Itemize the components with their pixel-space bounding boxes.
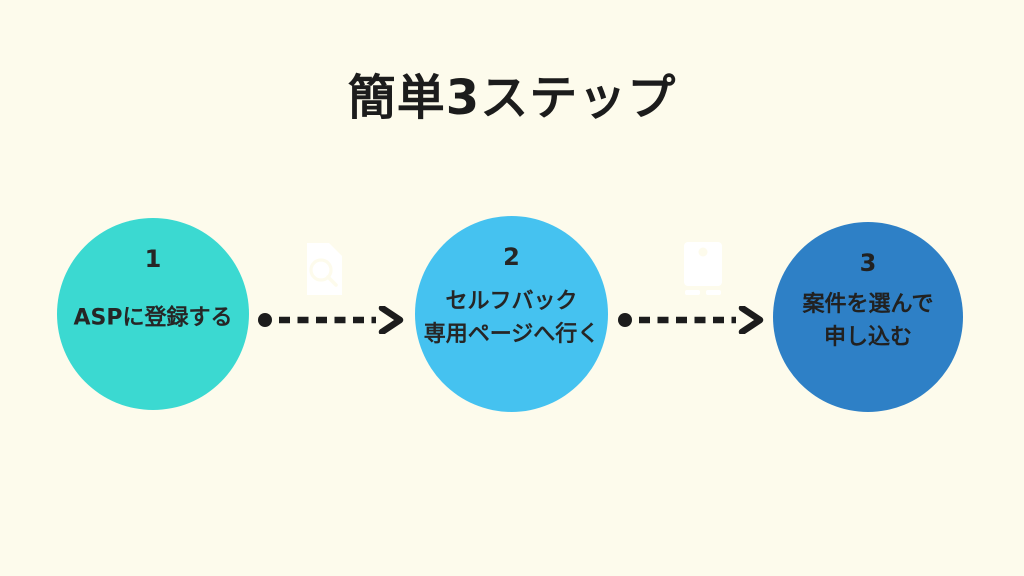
step-label: 案件を選んで 申し込む (802, 291, 934, 350)
step-number: 1 (144, 245, 162, 273)
step-label: ASPに登録する (73, 305, 233, 331)
document-search-icon (307, 243, 342, 295)
page-title: 簡単3ステップ (347, 70, 677, 126)
step-circle-3: 3 案件を選んで 申し込む (773, 222, 963, 412)
step-number: 2 (503, 243, 520, 271)
profile-card-icon (684, 242, 722, 295)
step-circle-2: 2 セルフバック 専用ページへ行く (415, 216, 608, 412)
step-label: セルフバック 専用ページへ行く (423, 288, 600, 347)
step-number: 3 (859, 249, 877, 277)
step-circle-1: 1 ASPに登録する (57, 218, 249, 410)
dotted-arrow-2 (618, 306, 764, 334)
dotted-arrow-1 (258, 306, 404, 334)
